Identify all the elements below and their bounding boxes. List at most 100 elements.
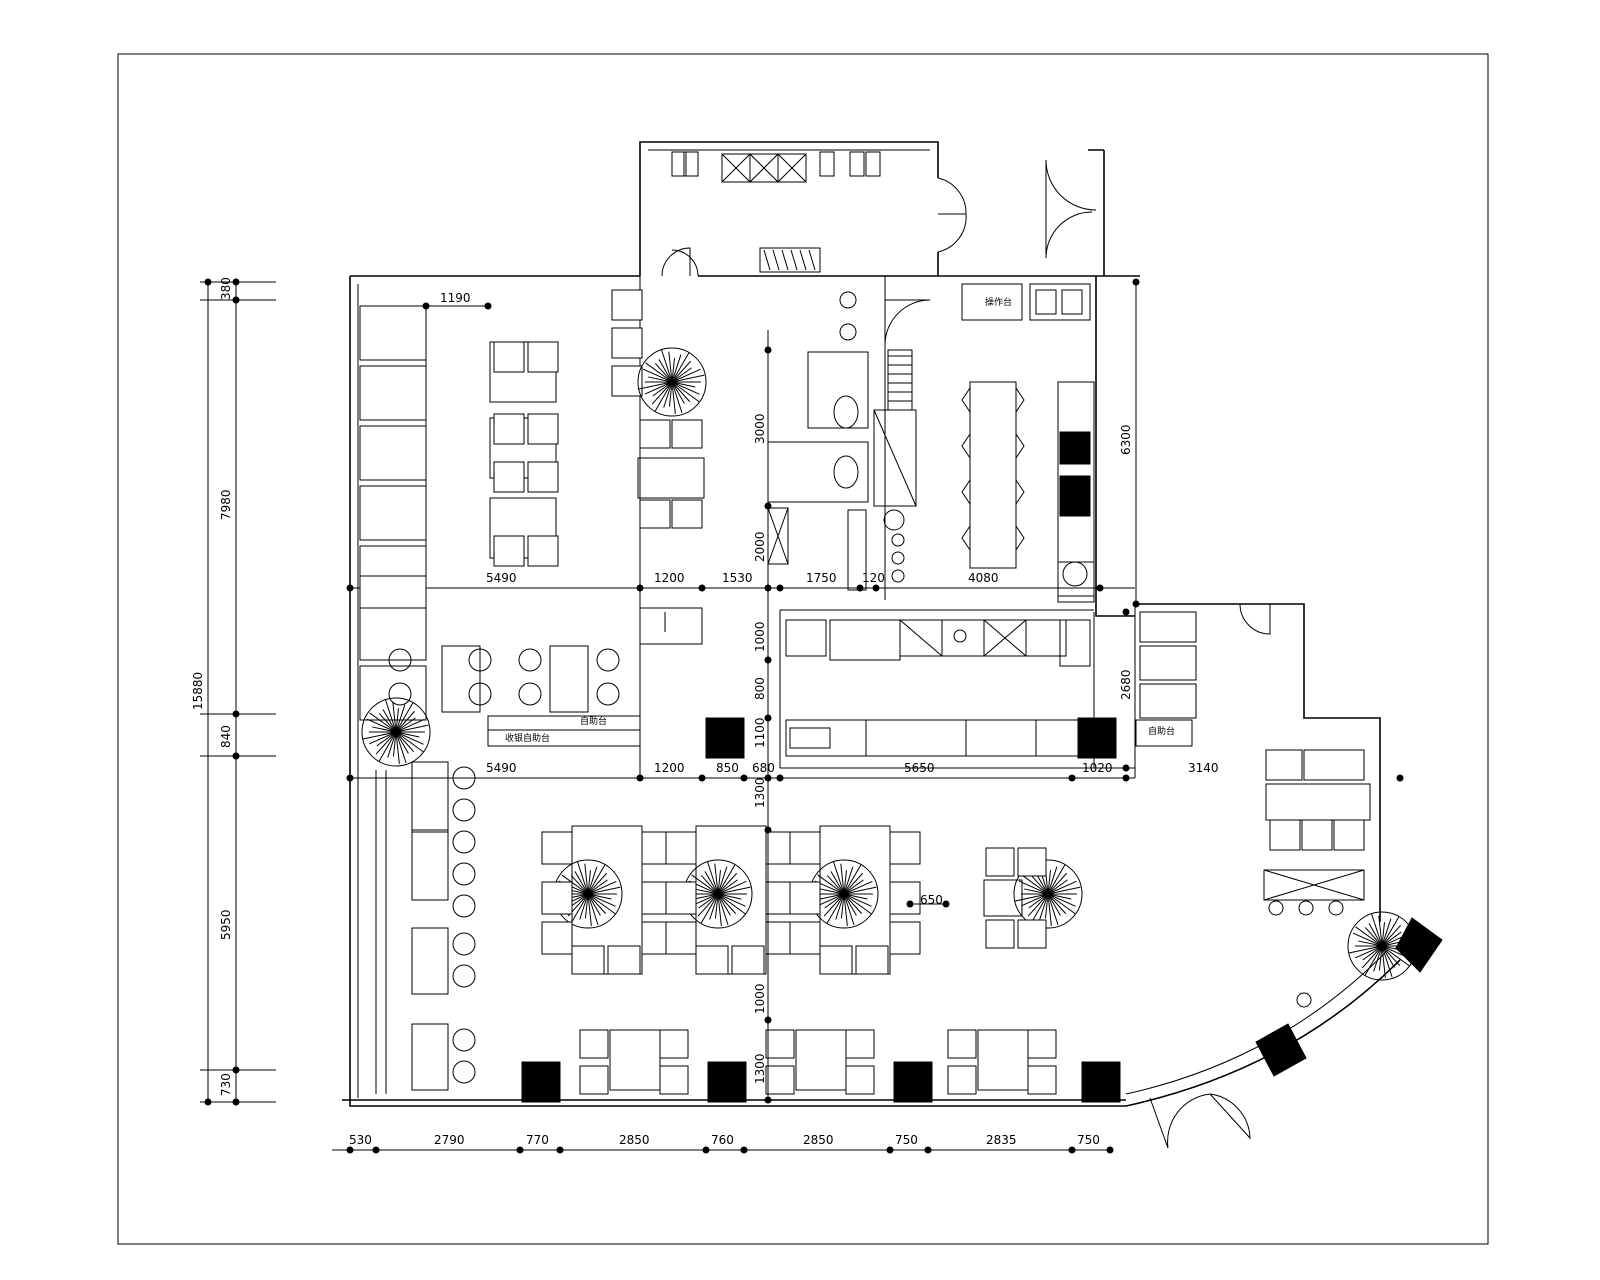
tree-branch (843, 893, 848, 926)
structural-column (1395, 917, 1443, 973)
dim-marker (764, 1096, 772, 1104)
tree-branch (717, 893, 729, 926)
chair (493, 341, 525, 373)
chair (493, 461, 525, 493)
tree-branch (1361, 945, 1383, 969)
chair (695, 945, 729, 975)
tree-symbol (1347, 911, 1417, 981)
booth-seat (359, 485, 427, 541)
cabinet (819, 151, 835, 177)
tree-branch (671, 367, 692, 383)
tree-branch (376, 731, 397, 747)
tree-branch (1047, 886, 1081, 895)
tree-branch (395, 731, 409, 754)
tree-branch (1047, 880, 1077, 895)
tree-branch (671, 381, 700, 395)
tree-branch (369, 712, 397, 733)
tree-branch (587, 893, 616, 907)
stool (518, 648, 542, 672)
tree-branch (372, 726, 397, 733)
dim-row1-3: 1750 (806, 571, 837, 585)
chair (985, 847, 1015, 877)
wall-path (1088, 149, 1105, 276)
tree-branch (668, 351, 673, 383)
tree-branch (570, 875, 589, 895)
chair (789, 881, 821, 915)
booth-seat (359, 305, 427, 361)
dim-marker (346, 584, 354, 592)
dim-marker (346, 1146, 354, 1154)
chair (845, 1029, 875, 1059)
tree-branch (652, 381, 673, 397)
door-swing (1045, 211, 1093, 259)
tree-branch (717, 893, 742, 900)
island-edge (1015, 479, 1025, 505)
tree-branch (817, 874, 845, 895)
chair (665, 881, 697, 915)
tree-branch (587, 866, 598, 895)
tree-branch (1014, 893, 1049, 902)
booth-seat (359, 365, 427, 421)
cabinet (671, 151, 687, 177)
tree-branch (570, 893, 589, 924)
tree-branch (671, 381, 691, 402)
dim-marker (740, 1146, 748, 1154)
counter (411, 829, 449, 901)
dim-marker (636, 774, 644, 782)
fixture (891, 533, 905, 547)
dim-marker (764, 826, 772, 834)
dim-marker (702, 1146, 710, 1154)
tree-symbol (1013, 859, 1083, 929)
cabinet (849, 151, 865, 177)
dim-marker (698, 774, 706, 782)
tree-branch (1047, 879, 1068, 895)
tree-branch (823, 893, 845, 917)
fixture (891, 551, 905, 565)
tree-branch (1381, 924, 1402, 947)
worktable (961, 283, 1023, 321)
tree-branch (395, 731, 400, 764)
dim-left-4: 5950 (219, 909, 233, 940)
dim-marker (1068, 774, 1076, 782)
stove-burner (777, 153, 807, 183)
dim-table-gap: 650 (920, 893, 943, 907)
island-edge (961, 525, 971, 551)
tree-branch (395, 724, 429, 733)
counter (411, 1023, 449, 1091)
tree-branch (382, 709, 397, 733)
tree-branch (587, 893, 601, 916)
tree-branch (1371, 913, 1383, 947)
chair (639, 499, 671, 529)
dim-vert-0: 3000 (753, 413, 767, 444)
sink (1062, 561, 1088, 587)
chair (1265, 749, 1303, 781)
dim-marker (764, 656, 772, 664)
cooker (1059, 475, 1091, 517)
chair (527, 461, 559, 493)
dim-marker (1122, 608, 1130, 616)
tree-branch (1364, 945, 1383, 976)
dim-marker (740, 774, 748, 782)
tree-branch (366, 718, 397, 733)
tree-branch (1381, 945, 1410, 959)
island-edge (1015, 525, 1025, 551)
tree-branch (1047, 866, 1058, 895)
tree-branch (717, 893, 746, 907)
stool (452, 1060, 476, 1084)
tree-branch (707, 861, 719, 895)
booth-seat (359, 575, 427, 609)
counter (411, 927, 449, 995)
tree-branch (663, 381, 673, 408)
dim-marker (1068, 1146, 1076, 1154)
tree-branch (658, 359, 673, 383)
tree-branch (830, 871, 845, 895)
chair (493, 535, 525, 567)
dim-marker (872, 584, 880, 592)
chair (671, 499, 703, 529)
wall-line (983, 619, 1027, 657)
tree-branch (843, 893, 857, 916)
cabinet (785, 719, 867, 757)
island-edge (1015, 387, 1025, 413)
